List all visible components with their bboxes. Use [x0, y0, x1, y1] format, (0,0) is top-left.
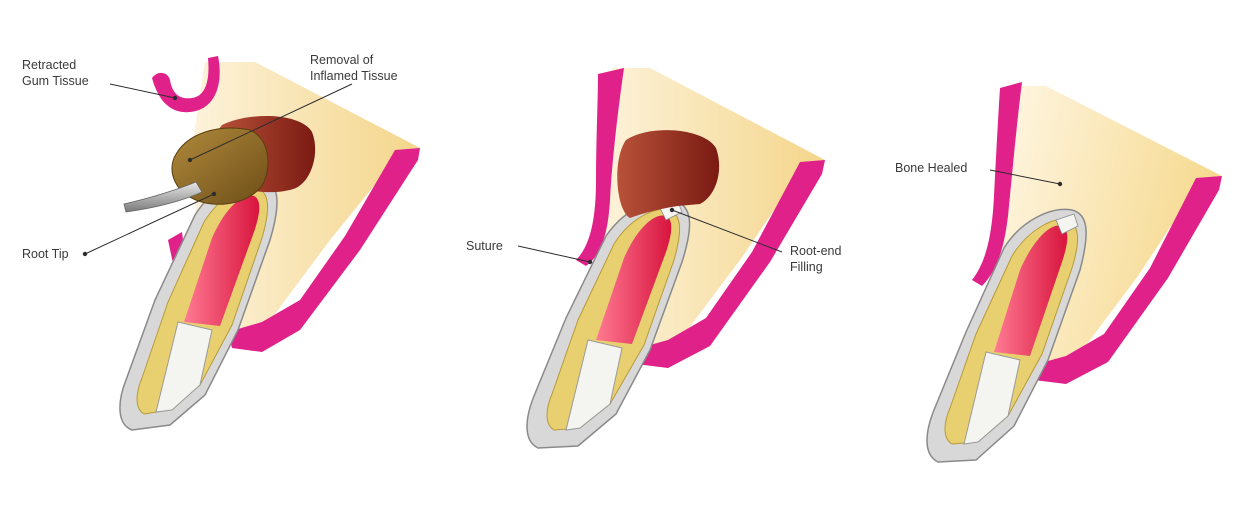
tooth-crown-panel-1	[155, 321, 213, 413]
panel-1-surgery: Retracted Gum Tissue Removal of Inflamed…	[22, 53, 420, 431]
tooth-pulp-panel-3	[994, 225, 1068, 356]
tooth-pulp-panel-2	[596, 215, 672, 344]
label-retracted-line1: Retracted	[22, 58, 76, 72]
leader-suture	[517, 245, 591, 263]
label-suture: Suture	[466, 239, 503, 253]
root-end-filling-panel-3	[1055, 213, 1079, 235]
leader-removal	[189, 83, 353, 161]
surgical-instrument	[123, 181, 203, 213]
leader-root-end	[671, 209, 783, 253]
label-root-end-line1: Root-end	[790, 244, 841, 258]
tooth-crown-panel-2	[565, 339, 623, 431]
label-removal-line1: Removal of	[310, 53, 374, 67]
tooth-pulp-panel-1	[184, 195, 260, 326]
label-bone-healed: Bone Healed	[895, 161, 967, 175]
gum-flap-sutured	[576, 68, 624, 266]
dot-bone-healed	[1057, 181, 1063, 187]
dot-retracted-gum	[172, 95, 178, 101]
leader-root-tip	[84, 193, 215, 255]
label-retracted-line2: Gum Tissue	[22, 74, 89, 88]
retracted-gum-flap	[152, 56, 220, 113]
panel-3-healed: Bone Healed	[895, 82, 1222, 463]
dot-suture	[587, 259, 593, 265]
label-root-tip: Root Tip	[22, 247, 69, 261]
dot-removal	[187, 157, 193, 163]
dot-root-tip-end	[82, 251, 88, 257]
gum-outer-panel-2	[632, 160, 825, 368]
tooth-crown-panel-3	[963, 351, 1021, 445]
leader-bone-healed	[989, 169, 1061, 185]
dot-root-end	[669, 207, 675, 213]
gum-outer-panel-3	[1030, 176, 1222, 384]
leader-retracted-gum	[109, 83, 176, 99]
lesion-cavity-panel-2	[617, 130, 720, 218]
label-root-end-line2: Filling	[790, 260, 823, 274]
label-removal-line2: Inflamed Tissue	[310, 69, 398, 83]
gum-healed-panel-3	[972, 82, 1022, 286]
gum-outer-panel-1	[228, 148, 420, 352]
dot-root-tip	[211, 191, 217, 197]
panel-2-suture: Suture Root-end Filling	[466, 68, 841, 449]
